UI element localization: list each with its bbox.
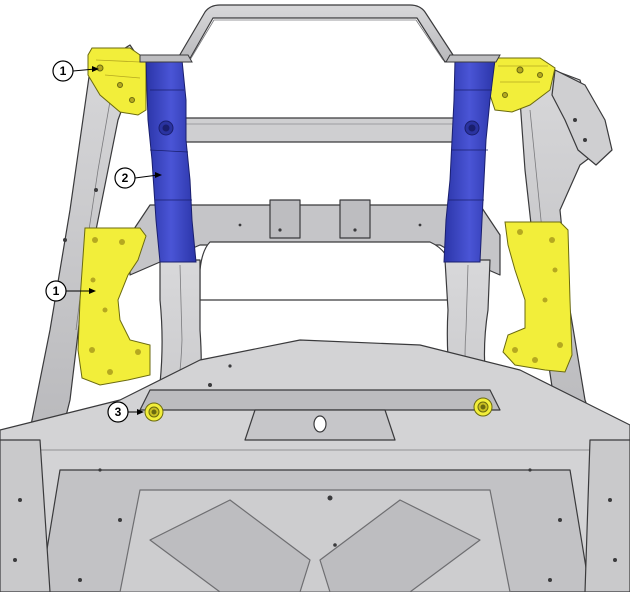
- floor-centre-hole: [313, 415, 327, 433]
- right-lower-rail: [584, 439, 630, 592]
- callouts: 1 2 1 3: [45, 60, 162, 423]
- callout-label: 1: [53, 284, 60, 298]
- callout-label: 2: [122, 171, 129, 185]
- callout-2: 2: [114, 167, 162, 189]
- roof-hoop: [177, 4, 456, 63]
- floor-rib-left: [149, 499, 311, 592]
- callout-3: 3: [107, 401, 144, 423]
- callout-1-upper: 1: [52, 60, 99, 82]
- part-1-lower-left: [77, 227, 151, 386]
- mid-bracket-right: [339, 199, 371, 239]
- mid-bracket-left: [269, 199, 301, 239]
- highlighted-parts-blue: [139, 54, 501, 263]
- part-3-right: [473, 397, 493, 417]
- right-upper-bracket: [551, 69, 613, 166]
- body-structure: [0, 4, 630, 592]
- upper-cross-beam: [179, 117, 456, 143]
- left-lower-rail: [0, 439, 51, 592]
- part-1-upper-right: [489, 57, 556, 113]
- mid-window-opening: [199, 241, 453, 301]
- part-2-left-pillar: [145, 59, 197, 263]
- part-1-lower-right: [502, 221, 573, 373]
- part-3-left: [144, 402, 164, 422]
- callout-label: 1: [60, 64, 67, 78]
- floor-cross-beam: [139, 389, 501, 411]
- highlighted-parts-yellow: [77, 47, 573, 422]
- floor-rib-right: [319, 499, 481, 592]
- roof-hoop-inner: [189, 19, 444, 61]
- floor-holes: [13, 118, 617, 582]
- part-2-right-pillar: [443, 59, 496, 263]
- callout-label: 3: [115, 405, 122, 419]
- callout-1-lower: 1: [45, 280, 96, 302]
